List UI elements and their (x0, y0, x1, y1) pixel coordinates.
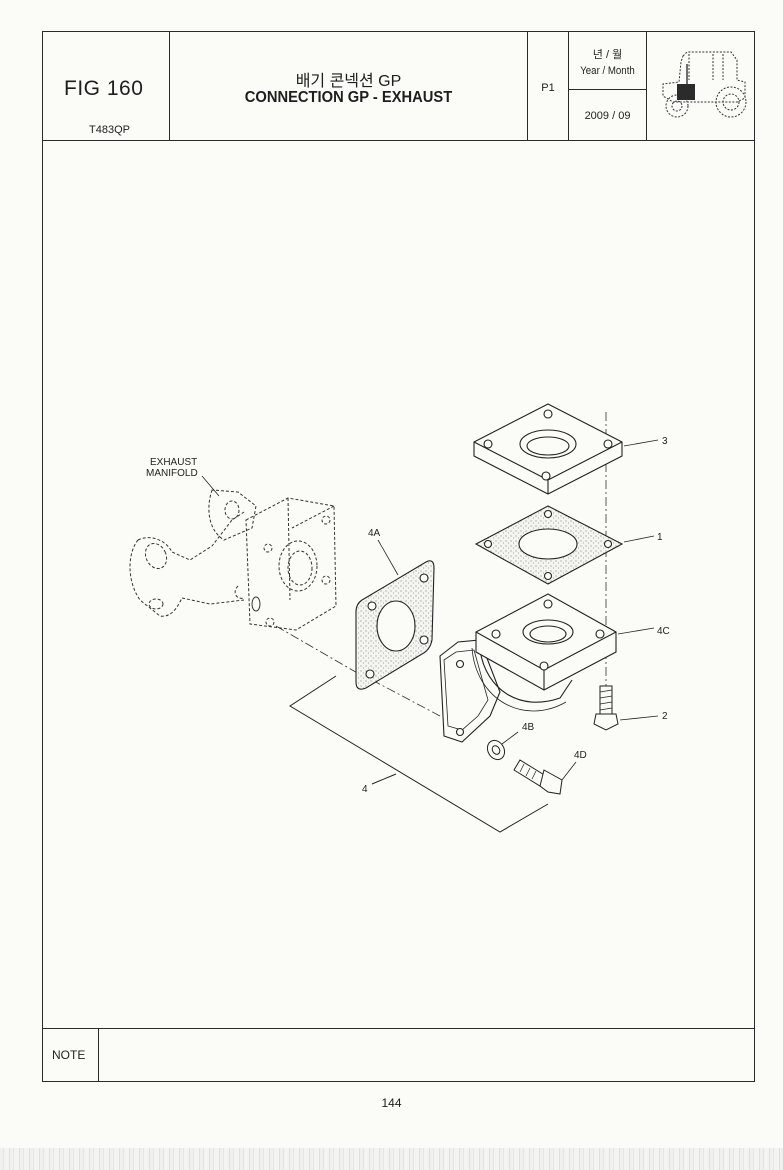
part-4b-washer (486, 739, 506, 761)
assembly-4-bracket (289, 675, 549, 833)
note-row: NOTE (43, 1028, 754, 1081)
date-label-korean: 년 / 월 (592, 49, 623, 61)
exhaust-manifold-part (129, 489, 337, 631)
callout-4: 4 (362, 784, 368, 795)
callout-exhaust-manifold-line1: EXHAUST (150, 457, 197, 468)
page-code: P1 (541, 82, 555, 94)
note-label: NOTE (52, 1048, 86, 1062)
callout-4c: 4C (657, 626, 670, 637)
callout-4a: 4A (368, 528, 381, 539)
tractor-engine-locator-icon (662, 51, 747, 118)
part-4a-gasket (355, 560, 435, 690)
date-label-english: Year / Month (580, 65, 635, 77)
part-4c-elbow-flange (439, 593, 617, 743)
part-2-bolt (593, 685, 619, 731)
title-block: FIG 160 T483QP 배기 콘넥션 GP CONNECTION GP -… (43, 32, 754, 141)
callout-4b: 4B (522, 722, 535, 733)
date-value: 2009 / 09 (584, 110, 631, 122)
note-label-cell: NOTE (43, 1029, 99, 1081)
date-label-box: 년 / 월 Year / Month (569, 32, 646, 90)
part-3-flange (473, 403, 623, 495)
title-korean: 배기 콘넥션 GP (295, 73, 402, 90)
part-1-gasket (474, 505, 624, 585)
figure-number: FIG 160 (64, 77, 144, 100)
scan-artifact-strip (0, 1148, 783, 1170)
callout-2: 2 (662, 711, 668, 722)
callout-1: 1 (657, 532, 663, 543)
title-cell: 배기 콘넥션 GP CONNECTION GP - EXHAUST (170, 32, 528, 140)
date-cell: 년 / 월 Year / Month 2009 / 09 (569, 32, 647, 140)
model-code: T483QP (89, 124, 130, 136)
figure-cell: FIG 160 T483QP (43, 32, 170, 140)
locator-cell (647, 32, 754, 140)
callout-3: 3 (662, 436, 668, 447)
exploded-parts-diagram: EXHAUST MANIFOLD 4A 4C (129, 403, 670, 833)
callout-4d: 4D (574, 750, 587, 761)
page-number: 144 (381, 1096, 402, 1110)
part-4d-bolt (513, 759, 563, 795)
page-frame: FIG 160 T483QP 배기 콘넥션 GP CONNECTION GP -… (42, 31, 755, 1082)
page-cell: P1 (528, 32, 569, 140)
title-english: CONNECTION GP - EXHAUST (244, 89, 453, 106)
callout-exhaust-manifold-line2: MANIFOLD (146, 468, 198, 479)
